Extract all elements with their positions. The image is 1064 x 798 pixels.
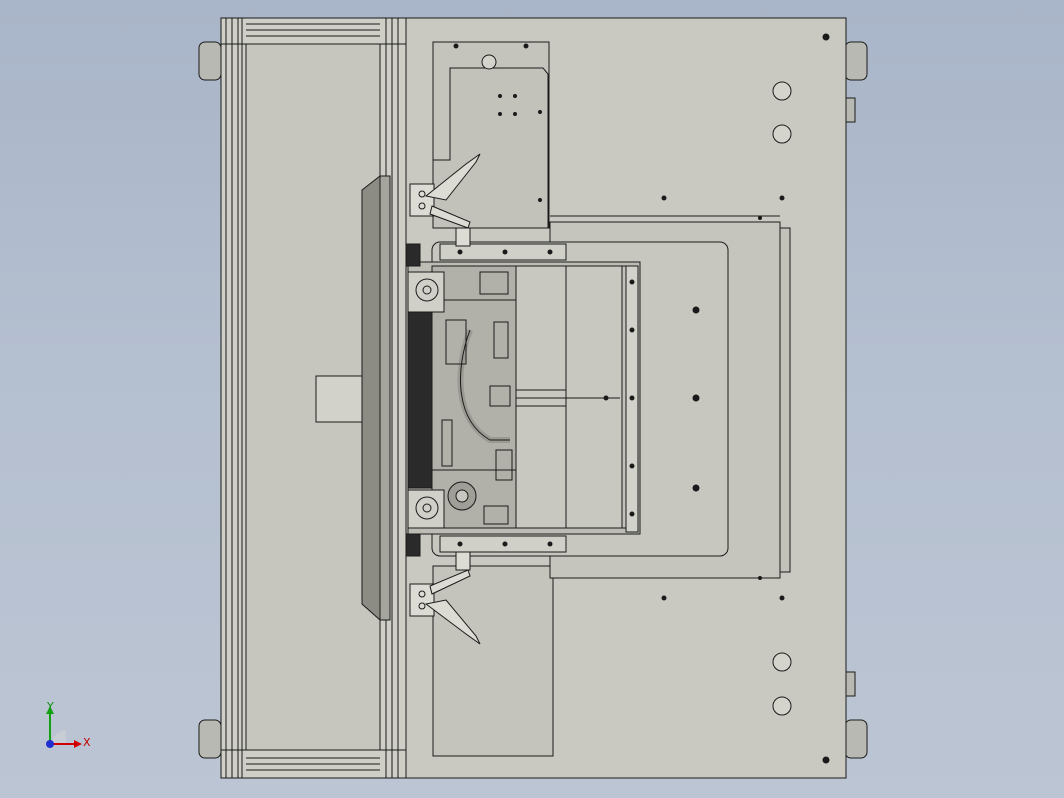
foot-pad-bottom-left xyxy=(198,719,222,759)
mounting-holes-large xyxy=(481,54,792,716)
toggle-clamp-bottom[interactable] xyxy=(409,551,481,645)
lower-mount-plate xyxy=(432,565,554,757)
pivot-wheels xyxy=(405,243,445,557)
triad-y-label: Y xyxy=(47,700,54,713)
board-dense-area xyxy=(431,265,517,529)
triad-x-label: X xyxy=(83,736,91,749)
toggle-clamp-top[interactable] xyxy=(409,153,481,247)
foot-pad-top-left xyxy=(198,41,222,81)
screw-holes xyxy=(453,33,830,764)
foot-pad-top-right xyxy=(844,41,868,81)
guide-rail xyxy=(315,175,391,621)
coordinate-triad xyxy=(46,706,82,748)
rail-handle-block xyxy=(315,375,363,423)
foot-pad-bottom-right xyxy=(844,719,868,759)
